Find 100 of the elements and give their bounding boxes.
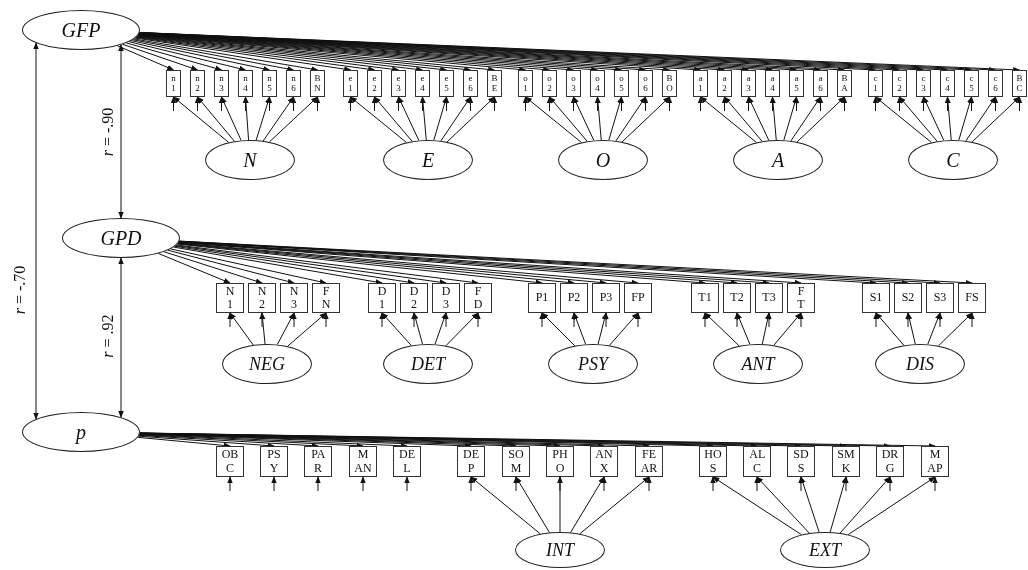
- arrow: [172, 96, 230, 143]
- latent-factor-ellipse: [22, 10, 140, 50]
- indicator-label: o 2: [547, 73, 552, 94]
- indicator-label: c 5: [969, 73, 974, 94]
- indicator-box: [624, 283, 652, 313]
- arrow: [736, 312, 751, 345]
- indicator-box: [463, 70, 478, 97]
- arrow: [262, 96, 294, 142]
- arrow: [549, 96, 588, 142]
- indicator-box: [216, 283, 244, 313]
- latent-factor-ellipse: [62, 218, 180, 258]
- arrow: [360, 476, 366, 492]
- arrow: [420, 96, 427, 141]
- arrow: [783, 96, 798, 141]
- indicator-label: e 2: [372, 73, 377, 94]
- indicator-label: o 4: [595, 73, 600, 94]
- arrow: [546, 96, 553, 112]
- indicator-box: [837, 70, 852, 97]
- arrow: [243, 96, 250, 141]
- indicator-label: T2: [730, 291, 744, 305]
- indicator-label: F N: [321, 284, 331, 312]
- arrow: [291, 312, 297, 328]
- arrow: [314, 96, 321, 112]
- indicator-label: c 3: [921, 73, 926, 94]
- arrow: [271, 476, 277, 492]
- indicator-label: c 4: [945, 73, 950, 94]
- indicator-box: [286, 70, 301, 97]
- indicator-box: [813, 70, 828, 97]
- indicator-label: FS: [965, 291, 979, 305]
- indicator-label: SD S: [793, 448, 809, 475]
- double-headed-arrow: [118, 257, 124, 418]
- arrow: [116, 45, 175, 71]
- indicator-label: N 1: [225, 284, 235, 312]
- arrow: [229, 312, 254, 346]
- arrow: [242, 96, 249, 112]
- indicator-box: [280, 283, 308, 313]
- indicator-box: [528, 283, 556, 313]
- indicator-box: [393, 446, 421, 477]
- arrow: [524, 96, 582, 143]
- indicator-box: [892, 70, 907, 97]
- arrow: [969, 312, 975, 328]
- arrow: [635, 312, 641, 328]
- arrow: [128, 41, 247, 72]
- arrow: [132, 39, 295, 72]
- indicator-box: [590, 446, 618, 477]
- factor-label: PSY: [578, 355, 608, 373]
- arrow: [491, 96, 498, 112]
- indicator-label: FP: [631, 291, 645, 305]
- arrow: [710, 476, 716, 492]
- arrow: [290, 96, 297, 112]
- indicator-label: DE L: [399, 448, 415, 475]
- indicator-box: [693, 70, 708, 97]
- arrow: [266, 96, 273, 112]
- indicator-box: [741, 70, 756, 97]
- factor-label: O: [595, 150, 611, 170]
- arrow: [440, 96, 471, 142]
- indicator-label: PS Y: [267, 448, 281, 475]
- indicator-box: [926, 283, 954, 313]
- arrow: [218, 96, 225, 112]
- arrow: [872, 96, 879, 112]
- double-headed-arrow: [118, 44, 124, 219]
- indicator-label: AN X: [595, 448, 613, 475]
- indicator-box: [868, 70, 883, 97]
- arrow: [163, 251, 263, 284]
- arrow: [965, 96, 996, 142]
- arrow: [434, 312, 447, 345]
- arrow: [761, 312, 771, 345]
- indicator-box: [743, 446, 771, 477]
- indicator-box: [862, 283, 890, 313]
- arrow: [875, 312, 905, 346]
- indicator-label: e 5: [444, 73, 449, 94]
- factor-label: N: [243, 150, 257, 170]
- arrow: [570, 96, 577, 112]
- arrow: [157, 252, 231, 284]
- arrow: [404, 476, 410, 492]
- arrow: [798, 476, 804, 492]
- arrow: [608, 312, 639, 346]
- indicator-box: [546, 446, 574, 477]
- arrow: [255, 96, 271, 141]
- indicator-label: D 2: [409, 284, 419, 312]
- arrow: [371, 96, 378, 112]
- arrow: [618, 96, 625, 112]
- indicator-label: N 3: [289, 284, 299, 312]
- indicator-label: FE AR: [640, 448, 658, 475]
- indicator-label: n 4: [243, 73, 248, 94]
- arrow: [315, 476, 321, 492]
- double-headed-arrow: [33, 42, 39, 420]
- indicator-label: a 6: [818, 73, 823, 94]
- arrow: [945, 96, 952, 141]
- arrow: [138, 435, 275, 449]
- indicator-box: [349, 446, 377, 477]
- indicator-label: o 3: [571, 73, 576, 94]
- indicator-label: OB C: [221, 448, 239, 475]
- arrow: [443, 312, 449, 328]
- arrow: [905, 312, 911, 328]
- arrow: [754, 476, 760, 492]
- arrow: [347, 96, 354, 112]
- arrow: [906, 312, 916, 345]
- arrow: [800, 476, 820, 533]
- arrow: [734, 312, 740, 328]
